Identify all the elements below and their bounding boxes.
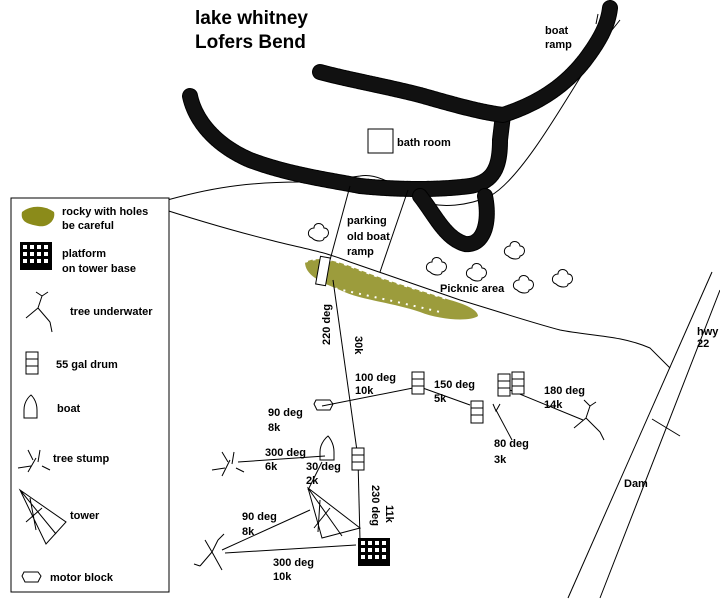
bearing-100-dist: 10k [355,385,374,397]
parking-label-1: parking [347,215,387,227]
bearing-300a-dist: 6k [265,461,278,473]
tree-stump-legend-icon [17,449,51,473]
platform-icon [358,538,390,566]
map-title-line1: lake whitney [195,8,308,29]
picnic-trees [307,223,573,294]
legend-tower: tower [70,510,100,522]
bath-room-label: bath room [397,137,451,149]
bearing-150-dist: 5k [434,393,447,405]
legend-drum: 55 gal drum [56,359,118,371]
tree-underwater-icon [193,533,225,571]
drum-icon [511,371,525,395]
legend-rocky-1: rocky with holes [62,206,148,218]
legend-boat: boat [57,403,81,415]
bearing-80-dist: 3k [494,454,507,466]
tower-icon [307,486,362,539]
drum-icon [351,447,365,471]
tree-underwater-icon [573,399,605,441]
legend-motor-block: motor block [50,572,114,584]
bath-room-building [367,128,394,154]
bearing-90b-dist: 8k [242,526,255,538]
bearing-labels: 220 deg 30k 100 deg 10k 150 deg 5k 180 d… [242,304,585,583]
tree-underwater-legend-icon [25,291,53,333]
hwy-label-2: 22 [697,338,709,350]
motor-block-legend-icon [21,571,42,583]
map-title-line2: Lofers Bend [195,32,306,53]
boat-ramp-label-2: ramp [545,39,572,51]
boat-ramp-marker [595,13,599,25]
legend-tree-stump: tree stump [53,453,110,465]
tower-legend-icon [18,488,67,545]
bearing-30-dist: 2k [306,475,319,487]
legend: rocky with holes be careful platform on … [10,197,170,593]
bearing-150-deg: 150 deg [434,379,475,391]
parking-line-left [329,185,351,261]
bearing-30-deg: 30 deg [306,461,341,473]
bearing-230-dist: 11k [383,505,395,524]
bearing-180-dist: 14k [544,399,563,411]
highway-22 [567,271,720,599]
bearing-220-deg: 220 deg [321,304,333,345]
boat-legend-icon [23,394,38,419]
boat-icon [319,435,335,461]
legend-rocky-2: be careful [62,220,114,232]
hwy-label-1: hwy [697,326,719,338]
parking-label-3: ramp [347,246,374,258]
bearing-90a-dist: 8k [268,422,281,434]
parking-line-right [379,189,409,273]
drum-icon [470,400,484,424]
legend-tree-underwater: tree underwater [70,306,153,318]
bearing-230-deg: 230 deg [369,485,381,526]
platform-legend-icon [20,242,52,270]
bearing-300b-deg: 300 deg [273,557,314,569]
bearing-100-deg: 100 deg [355,372,396,384]
bearing-220-dist: 30k [352,336,364,355]
legend-platform-1: platform [62,248,106,260]
parking-label-2: old boat [347,231,390,243]
dam-label: Dam [624,478,648,490]
bearing-300a-deg: 300 deg [265,447,306,459]
rocky-legend-swatch [21,206,55,227]
bearing-lines [221,279,584,554]
drum-icon [497,373,511,397]
bearing-300b-dist: 10k [273,571,292,583]
drum-legend-icon [25,351,39,375]
legend-platform-2: on tower base [62,263,136,275]
old-boat-ramp-marker [315,255,331,287]
bearing-180-deg: 180 deg [544,385,585,397]
bearing-90b-deg: 90 deg [242,511,277,523]
motor-block-icon [313,399,334,411]
bearing-90a-deg: 90 deg [268,407,303,419]
lower-shoreline [149,204,671,369]
tree-stump-icon [211,451,245,477]
picnic-area-label: Picknic area [440,283,505,295]
boat-ramp-label-1: boat [545,25,569,37]
drum-markers [351,371,525,471]
road-network [182,0,618,252]
bearing-80-deg: 80 deg [494,438,529,450]
drum-icon [411,371,425,395]
